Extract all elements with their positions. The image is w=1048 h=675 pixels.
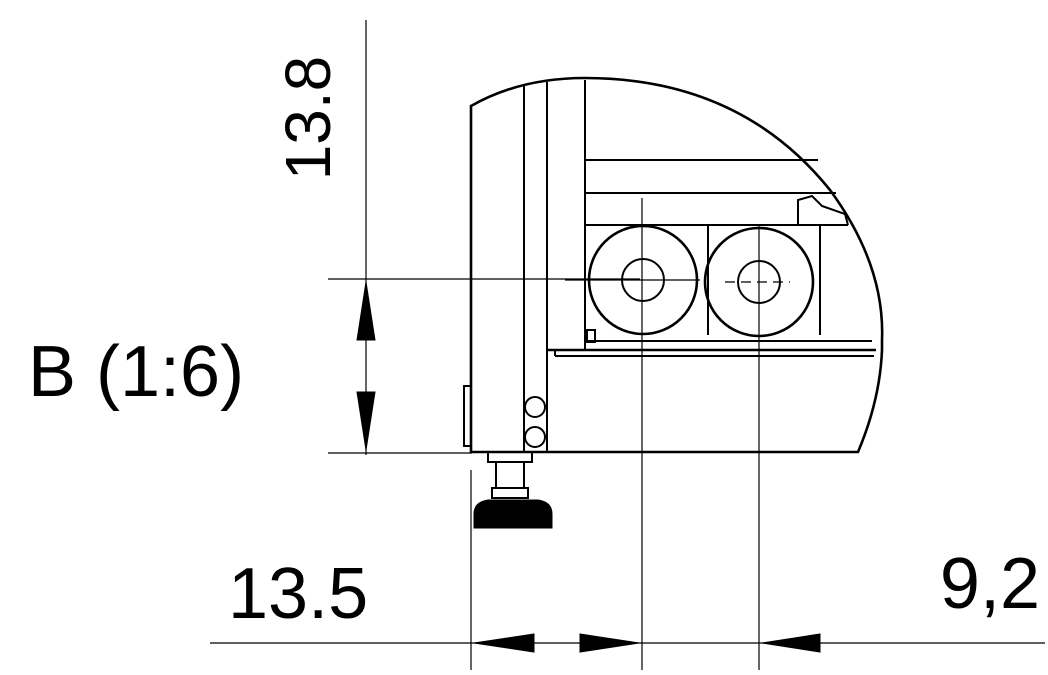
housing-outline	[469, 76, 884, 454]
side-block	[463, 385, 472, 447]
horizontal-dimension: 13.5 9,2	[210, 544, 1045, 653]
housing	[463, 76, 884, 454]
arrowhead-down	[356, 391, 376, 451]
mount-hole-lower	[524, 426, 546, 448]
vertical-dimension: 13.8	[272, 20, 640, 455]
foot-nut	[491, 487, 529, 499]
view-label: B (1:6)	[28, 332, 244, 412]
horizontal-dimension-right-value: 9,2	[940, 544, 1040, 624]
arrowhead-center-right	[761, 633, 821, 653]
clip	[586, 329, 596, 343]
foot-stem	[495, 461, 525, 489]
vertical-dimension-value: 13.8	[272, 56, 344, 181]
arrowhead-left-end	[473, 633, 535, 653]
arrowhead-up	[356, 281, 376, 341]
rollers	[565, 224, 821, 338]
foot-pad	[473, 499, 553, 529]
right-bracket	[797, 194, 849, 226]
horizontal-dimension-left-value: 13.5	[228, 554, 368, 634]
mount-hole-upper	[524, 396, 546, 418]
foot-stem-top	[487, 451, 533, 463]
leveling-foot	[473, 451, 553, 529]
arrowhead-center-left	[579, 633, 640, 653]
